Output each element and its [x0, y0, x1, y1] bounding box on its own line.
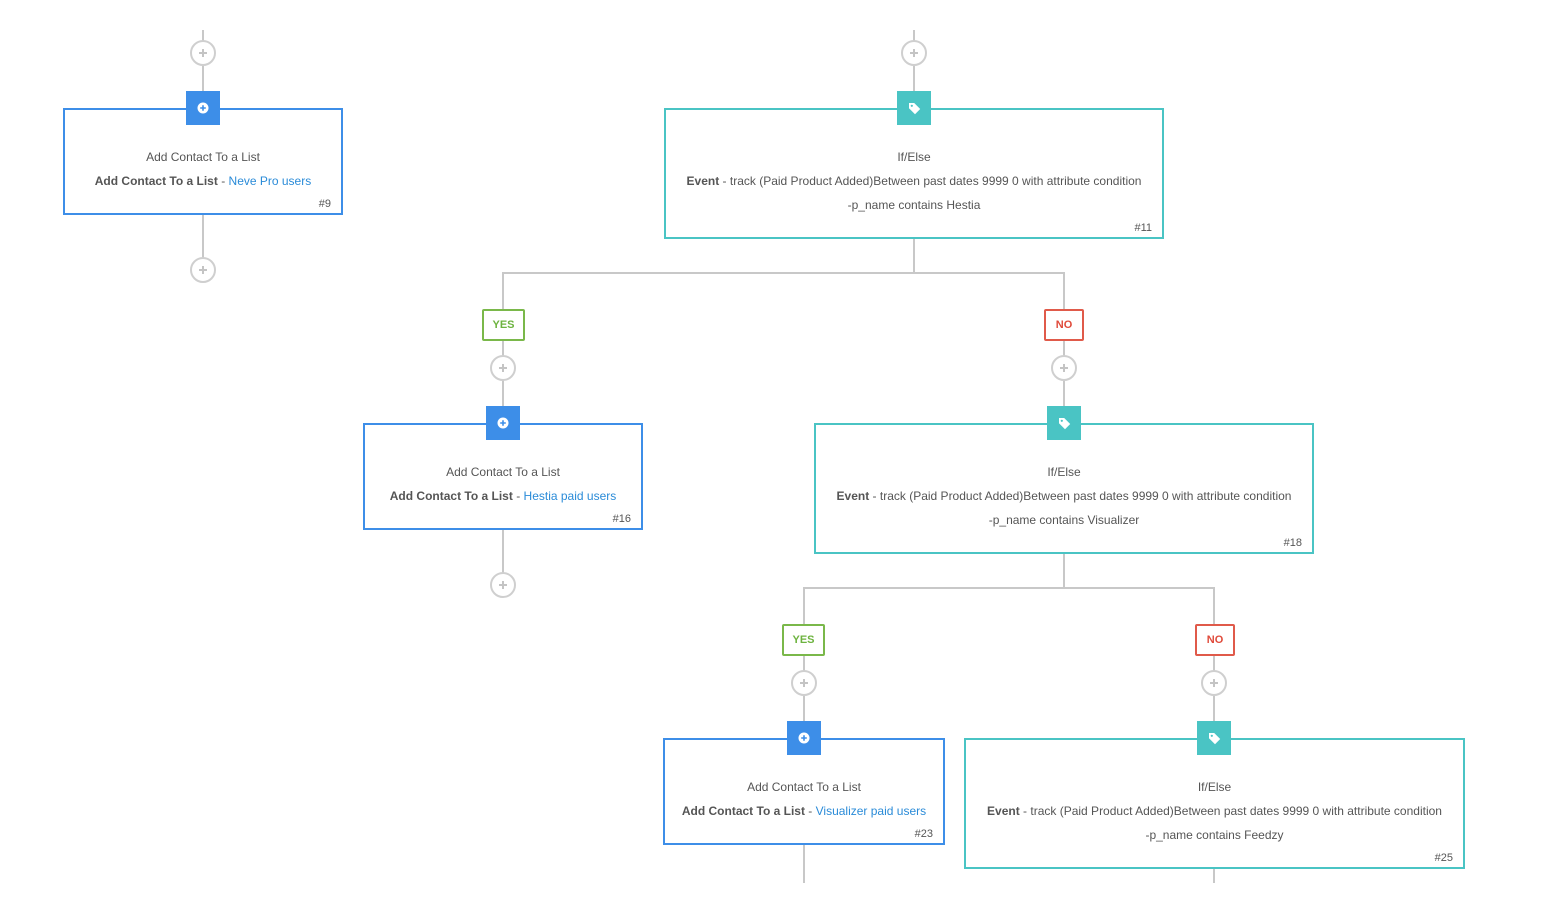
- no-branch-badge[interactable]: NO: [1195, 624, 1235, 656]
- card-description: Add Contact To a List - Visualizer paid …: [665, 804, 943, 818]
- list-link[interactable]: Neve Pro users: [228, 174, 312, 188]
- if-else-card[interactable]: If/Else Event - track (Paid Product Adde…: [964, 738, 1465, 869]
- connector-line: [803, 656, 805, 741]
- add-step-button[interactable]: [1201, 670, 1227, 696]
- condition-attribute: -p_name contains Feedzy: [1145, 828, 1284, 842]
- card-description: Event - track (Paid Product Added)Betwee…: [966, 804, 1463, 818]
- card-title: Add Contact To a List: [747, 780, 861, 794]
- separator: -: [804, 804, 816, 818]
- connector-line: [913, 237, 915, 274]
- event-label: Event: [987, 804, 1020, 818]
- connector-line: [1063, 272, 1065, 310]
- connector-line: [803, 587, 805, 625]
- event-label: Event: [836, 489, 870, 503]
- card-title: Add Contact To a List: [146, 150, 260, 164]
- add-step-button[interactable]: [1051, 355, 1077, 381]
- connector-line: [502, 272, 1065, 274]
- step-number: #18: [1283, 537, 1302, 549]
- tag-icon: [1197, 721, 1231, 755]
- add-step-button[interactable]: [791, 670, 817, 696]
- event-label: Event: [686, 174, 720, 188]
- separator: -: [719, 174, 730, 188]
- if-else-card[interactable]: If/Else Event - track (Paid Product Adde…: [814, 423, 1314, 554]
- tag-icon: [897, 91, 931, 125]
- add-step-button[interactable]: [901, 40, 927, 66]
- card-description: Event - track (Paid Product Added)Betwee…: [816, 489, 1312, 503]
- step-number: #9: [318, 198, 331, 210]
- separator: -: [217, 174, 229, 188]
- step-number: #11: [1134, 222, 1152, 234]
- connector-line: [502, 528, 504, 573]
- tag-icon: [1047, 406, 1081, 440]
- add-step-button[interactable]: [490, 355, 516, 381]
- card-title: If/Else: [1197, 780, 1232, 794]
- connector-line: [202, 213, 204, 258]
- condition-attribute: -p_name contains Visualizer: [988, 513, 1140, 527]
- add-step-button[interactable]: [190, 257, 216, 283]
- connector-line: [1213, 656, 1215, 741]
- yes-branch-badge[interactable]: YES: [782, 624, 825, 656]
- separator: -: [1019, 804, 1031, 818]
- card-action-label: Add Contact To a List: [389, 489, 513, 503]
- card-description: Event - track (Paid Product Added)Betwee…: [666, 174, 1162, 188]
- connector-line: [1063, 552, 1065, 589]
- add-circle-icon: [186, 91, 220, 125]
- add-to-list-card[interactable]: Add Contact To a List Add Contact To a L…: [663, 738, 945, 845]
- connector-line: [1213, 867, 1215, 883]
- condition-text: track (Paid Product Added)Between past d…: [1030, 804, 1442, 818]
- add-circle-icon: [787, 721, 821, 755]
- card-title: Add Contact To a List: [446, 465, 560, 479]
- condition-text: track (Paid Product Added)Between past d…: [879, 489, 1292, 503]
- card-title: If/Else: [897, 150, 931, 164]
- if-else-card[interactable]: If/Else Event - track (Paid Product Adde…: [664, 108, 1164, 239]
- step-number: #23: [914, 828, 933, 840]
- connector-line: [1213, 587, 1215, 625]
- step-number: #16: [612, 513, 631, 525]
- condition-text: track (Paid Product Added)Between past d…: [729, 174, 1142, 188]
- list-link[interactable]: Hestia paid users: [523, 489, 617, 503]
- add-circle-icon: [486, 406, 520, 440]
- connector-line: [502, 272, 504, 310]
- connector-line: [1063, 341, 1065, 426]
- connector-line: [803, 587, 1215, 589]
- separator: -: [869, 489, 880, 503]
- card-action-label: Add Contact To a List: [94, 174, 218, 188]
- no-branch-badge[interactable]: NO: [1044, 309, 1084, 341]
- connector-line: [502, 341, 504, 426]
- yes-branch-badge[interactable]: YES: [482, 309, 525, 341]
- list-link[interactable]: Visualizer paid users: [815, 804, 927, 818]
- step-number: #25: [1434, 852, 1453, 864]
- connector-line: [202, 30, 204, 110]
- card-description: Add Contact To a List - Neve Pro users: [65, 174, 341, 188]
- connector-line: [803, 843, 805, 883]
- condition-attribute: -p_name contains Hestia: [847, 198, 981, 212]
- card-description: Add Contact To a List - Hestia paid user…: [365, 489, 641, 503]
- add-step-button[interactable]: [490, 572, 516, 598]
- separator: -: [512, 489, 524, 503]
- card-title: If/Else: [1047, 465, 1081, 479]
- connector-line: [913, 30, 915, 110]
- card-action-label: Add Contact To a List: [681, 804, 805, 818]
- add-step-button[interactable]: [190, 40, 216, 66]
